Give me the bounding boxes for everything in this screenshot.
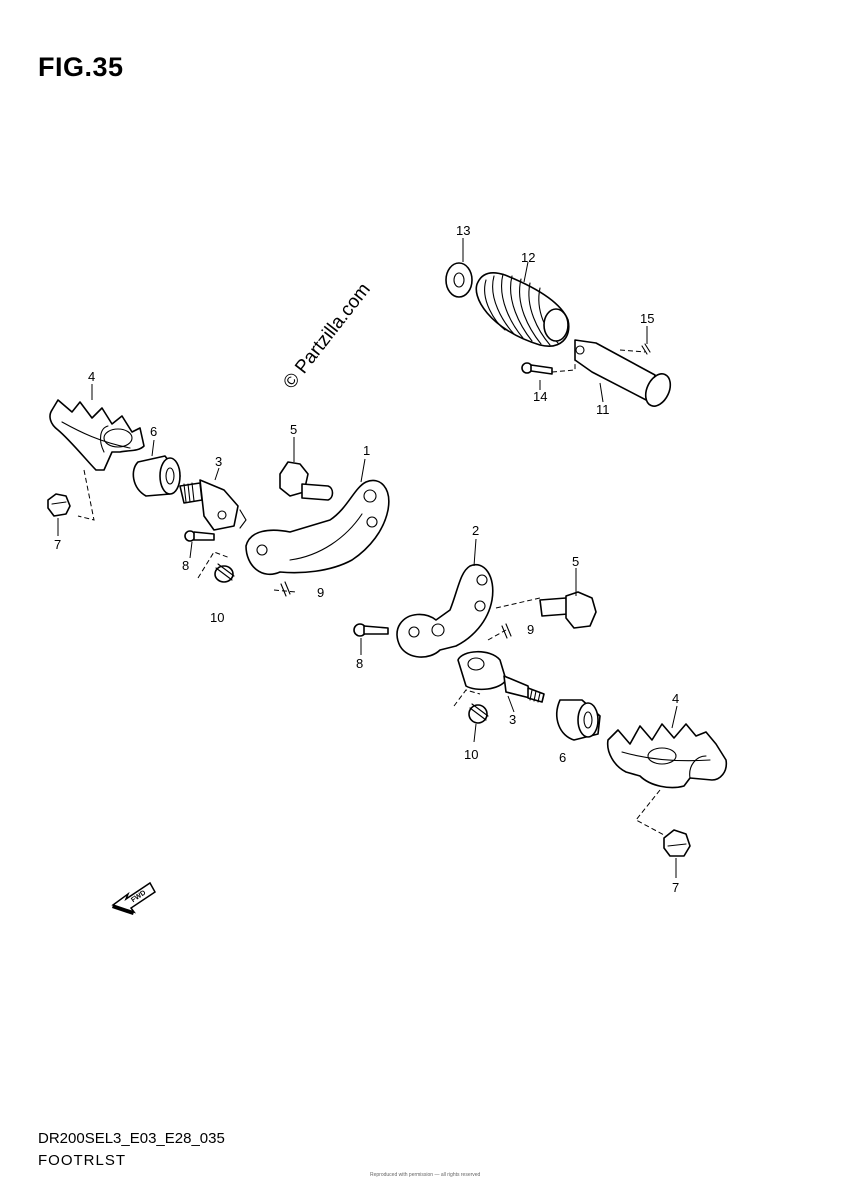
spring-10-right[interactable]	[468, 703, 489, 724]
figure-title: FIG.35	[38, 52, 124, 82]
callout-2: 2	[472, 523, 479, 538]
bolt-5-left[interactable]	[279, 461, 334, 501]
callout-3-right: 3	[509, 712, 516, 727]
pin-8-right[interactable]	[353, 623, 389, 637]
callout-1: 1	[363, 443, 370, 458]
callout-13: 13	[456, 223, 470, 238]
callout-10-right: 10	[464, 747, 478, 762]
footrest-bracket-1[interactable]	[245, 479, 390, 575]
callout-8-right: 8	[356, 656, 363, 671]
cotter-pin-9-right[interactable]	[501, 623, 512, 639]
callout-14: 14	[533, 389, 547, 404]
spring-10-left[interactable]	[214, 563, 235, 583]
callout-7-left: 7	[54, 537, 61, 552]
footrest-peg-4-left[interactable]	[49, 399, 145, 471]
callout-5-right: 5	[572, 554, 579, 569]
callout-10-left: 10	[210, 610, 224, 625]
diagram-code: DR200SEL3_E03_E28_035	[38, 1130, 225, 1147]
pin-8-left[interactable]	[184, 530, 215, 542]
bolt-5-right[interactable]	[539, 591, 597, 629]
fwd-arrow-icon: FWD	[111, 881, 156, 915]
footrest-bar-11[interactable]	[574, 339, 675, 410]
callout-3-left: 3	[215, 454, 222, 469]
callout-15: 15	[640, 311, 654, 326]
callout-8-left: 8	[182, 558, 189, 573]
pin-14[interactable]	[521, 362, 553, 375]
callout-7-right: 7	[672, 880, 679, 895]
callout-6-right: 6	[559, 750, 566, 765]
callout-12: 12	[521, 250, 535, 265]
nut-7-left[interactable]	[47, 493, 71, 517]
watermark-text: © Partzilla.com	[279, 279, 374, 393]
cotter-pin-15[interactable]	[641, 343, 651, 355]
callout-4-left: 4	[88, 369, 95, 384]
footrest-shaft-3-right[interactable]	[457, 650, 545, 703]
fine-print: Reproduced with permission — all rights …	[370, 1172, 481, 1178]
footrest-bracket-2[interactable]	[396, 563, 494, 658]
diagram-name: FOOTRLST	[38, 1152, 127, 1169]
bushing-6-right[interactable]	[556, 699, 601, 741]
callout-4-right: 4	[672, 691, 679, 706]
callout-9-right: 9	[527, 622, 534, 637]
washer-13[interactable]	[445, 262, 473, 298]
cotter-pin-9-left[interactable]	[280, 581, 291, 597]
footrest-shaft-3-left[interactable]	[179, 479, 247, 531]
callout-9-left: 9	[317, 585, 324, 600]
footrest-peg-4-right[interactable]	[606, 723, 728, 789]
bushing-6-left[interactable]	[132, 455, 181, 497]
nut-7-right[interactable]	[663, 829, 691, 857]
rubber-grip-12[interactable]	[475, 272, 570, 347]
callout-11: 11	[596, 402, 610, 417]
callout-5-left: 5	[290, 422, 297, 437]
callout-6-left: 6	[150, 424, 157, 439]
